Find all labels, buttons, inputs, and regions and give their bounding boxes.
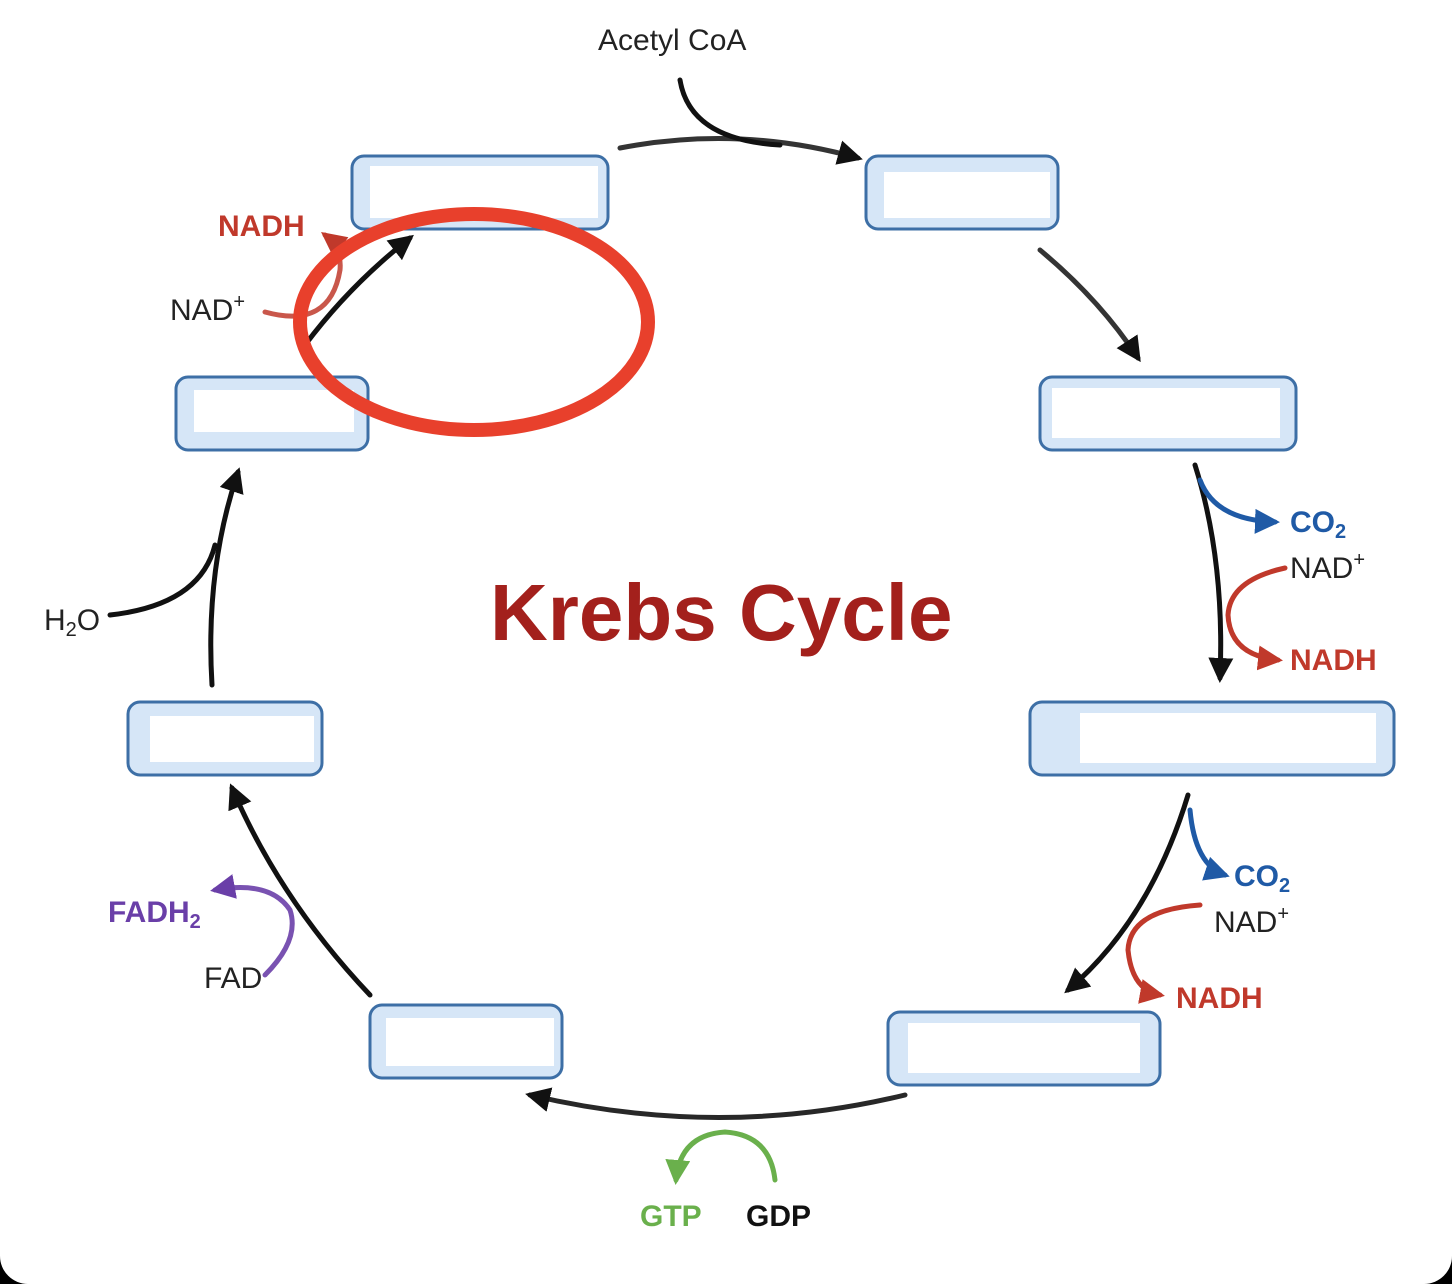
arrow-to-malate bbox=[208, 467, 244, 688]
nad-plus-label-step2: NAD+ bbox=[1290, 549, 1365, 585]
fad-to-fadh2-arc bbox=[210, 874, 295, 978]
nad-to-nadh-arc-step2 bbox=[1225, 565, 1288, 671]
gdp-to-gtp-arc bbox=[665, 1129, 778, 1185]
nad-plus-label-step3: NAD+ bbox=[1214, 903, 1289, 939]
arrow-to-fumarate bbox=[228, 783, 373, 998]
box-alpha-ketoglutarate[interactable] bbox=[1028, 700, 1396, 777]
gtp-label: GTP bbox=[640, 1200, 702, 1233]
arrow-acetyl-coa-input bbox=[677, 77, 783, 148]
intermediate-boxes bbox=[126, 154, 1396, 1087]
nad-plus-label-step1: NAD+ bbox=[170, 291, 245, 327]
acetyl-coa-label: Acetyl CoA bbox=[598, 24, 746, 57]
co2-label-step3: CO2 bbox=[1234, 860, 1290, 897]
arrow-to-succinyl-coa bbox=[1064, 792, 1191, 994]
fadh2-label: FADH2 bbox=[108, 896, 201, 933]
h2o-label: H2O bbox=[44, 604, 100, 641]
box-isocitrate[interactable] bbox=[1038, 375, 1298, 452]
nadh-label-step3: NADH bbox=[1176, 982, 1263, 1015]
box-succinyl-coa[interactable] bbox=[886, 1010, 1162, 1087]
box-fumarate[interactable] bbox=[126, 700, 324, 777]
highlight-circle bbox=[293, 207, 655, 437]
arrow-h2o-input bbox=[107, 542, 218, 618]
arrow-to-isocitrate bbox=[1037, 247, 1141, 363]
co2-arc-step2 bbox=[1197, 477, 1280, 534]
arrow-to-citrate bbox=[617, 136, 863, 165]
nadh-label-step2: NADH bbox=[1290, 644, 1377, 677]
nad-to-nadh-arc-step3 bbox=[1125, 902, 1203, 1004]
co2-arc-step3 bbox=[1187, 807, 1230, 881]
fad-label: FAD bbox=[204, 962, 262, 995]
box-malate[interactable] bbox=[174, 375, 370, 452]
box-succinate[interactable] bbox=[368, 1003, 564, 1080]
co2-label-step2: CO2 bbox=[1290, 506, 1346, 543]
box-citrate[interactable] bbox=[864, 154, 1060, 231]
arrow-to-succinate bbox=[525, 1087, 908, 1120]
diagram-title: Krebs Cycle bbox=[490, 568, 952, 657]
nadh-label-step1: NADH bbox=[218, 210, 305, 243]
gdp-label: GDP bbox=[746, 1200, 811, 1233]
arrow-to-oxaloacetate bbox=[302, 234, 414, 348]
